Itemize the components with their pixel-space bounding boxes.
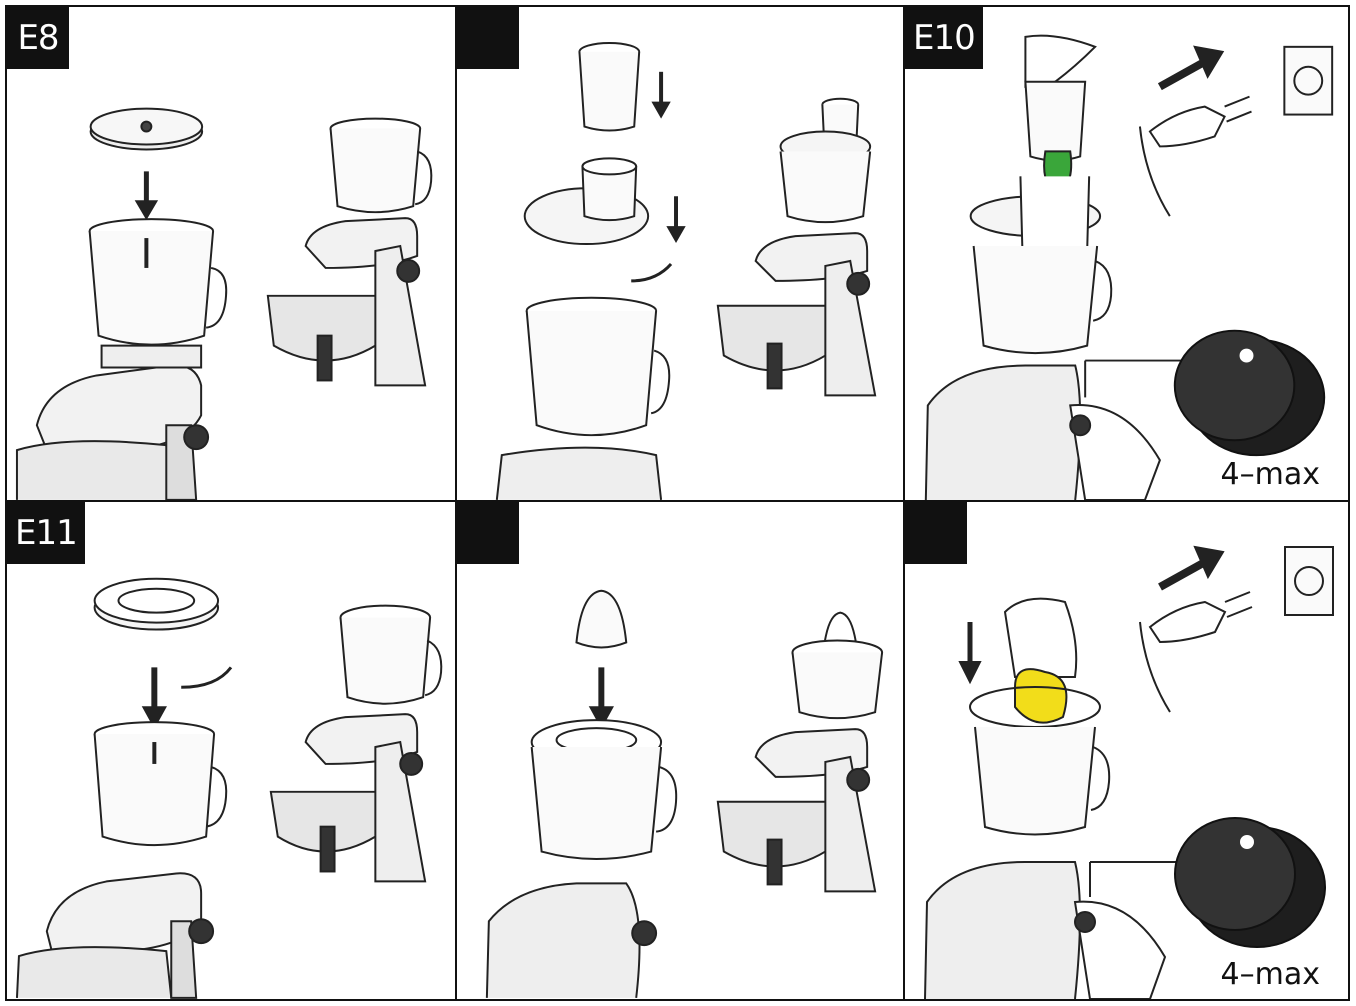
wall-socket-icon bbox=[1284, 546, 1334, 616]
step-tag bbox=[457, 502, 519, 564]
stand-mixer-icon bbox=[716, 611, 884, 893]
step-tag: E8 bbox=[7, 7, 69, 69]
stand-mixer-icon bbox=[15, 344, 210, 500]
stand-mixer-icon bbox=[15, 872, 215, 999]
grating-disc-icon bbox=[89, 107, 204, 151]
down-arrow-icon bbox=[134, 171, 159, 221]
plug-icon bbox=[1139, 591, 1253, 713]
step-tag bbox=[457, 7, 519, 69]
panel-e10: E10 4–max bbox=[905, 7, 1348, 502]
pusher-icon bbox=[1024, 80, 1087, 162]
down-arrow-icon bbox=[958, 622, 982, 685]
food-processor-bowl-icon bbox=[924, 176, 1113, 500]
plug-icon bbox=[1138, 95, 1252, 217]
stand-mixer-icon bbox=[716, 97, 877, 397]
speed-dial-icon bbox=[1089, 817, 1326, 948]
step-tag: E10 bbox=[905, 7, 983, 69]
lid-icon bbox=[523, 157, 650, 246]
panel-e11: E11 bbox=[7, 502, 457, 999]
speed-label: 4–max bbox=[1220, 957, 1320, 992]
down-arrow-icon bbox=[588, 667, 614, 730]
panel-juicing-lemon: 4–max bbox=[905, 502, 1348, 999]
panel-juicer-cone-illustration bbox=[485, 589, 884, 999]
lemon-icon bbox=[1014, 668, 1068, 724]
wall-socket-icon bbox=[1283, 45, 1334, 116]
hand-icon bbox=[1003, 597, 1078, 678]
pusher-icon bbox=[578, 41, 641, 132]
food-processor-bowl-icon bbox=[93, 721, 228, 847]
food-processor-bowl-icon bbox=[924, 686, 1111, 999]
panel-juicer-cone bbox=[457, 502, 905, 999]
food-processor-bowl-icon bbox=[495, 296, 671, 500]
hand-icon bbox=[1069, 404, 1161, 500]
panel-e8-illustration bbox=[15, 107, 433, 500]
step-tag bbox=[905, 502, 967, 564]
step-tag: E11 bbox=[7, 502, 85, 564]
food-processor-bowl-icon bbox=[88, 218, 228, 346]
hand-icon bbox=[1024, 34, 1097, 88]
rotate-arrow-icon bbox=[181, 666, 233, 689]
stand-mixer-icon bbox=[269, 604, 443, 883]
panel-e11-illustration bbox=[15, 577, 443, 999]
unplug-arrow-icon bbox=[1158, 545, 1225, 591]
instruction-grid: E8 bbox=[5, 5, 1350, 1001]
panel-e10-illustration bbox=[924, 34, 1334, 500]
panel-e8: E8 bbox=[7, 7, 457, 502]
down-arrow-icon bbox=[141, 667, 167, 730]
rotate-arrow-icon bbox=[631, 262, 673, 283]
juicer-cone-icon bbox=[575, 589, 628, 649]
panel-juicing-lemon-illustration bbox=[924, 545, 1334, 999]
unplug-arrow-icon bbox=[1157, 45, 1225, 91]
down-arrow-icon bbox=[651, 71, 671, 119]
juicer-sieve-icon bbox=[93, 577, 220, 631]
panel-assembly-lid-illustration bbox=[495, 41, 877, 500]
hand-icon bbox=[1073, 900, 1167, 999]
speed-label: 4–max bbox=[1220, 457, 1320, 492]
food-processor-bowl-icon bbox=[485, 719, 678, 999]
speed-dial-icon bbox=[1084, 329, 1326, 457]
down-arrow-icon bbox=[666, 196, 686, 244]
panel-assembly-lid bbox=[457, 7, 905, 502]
stand-mixer-icon bbox=[266, 117, 433, 387]
